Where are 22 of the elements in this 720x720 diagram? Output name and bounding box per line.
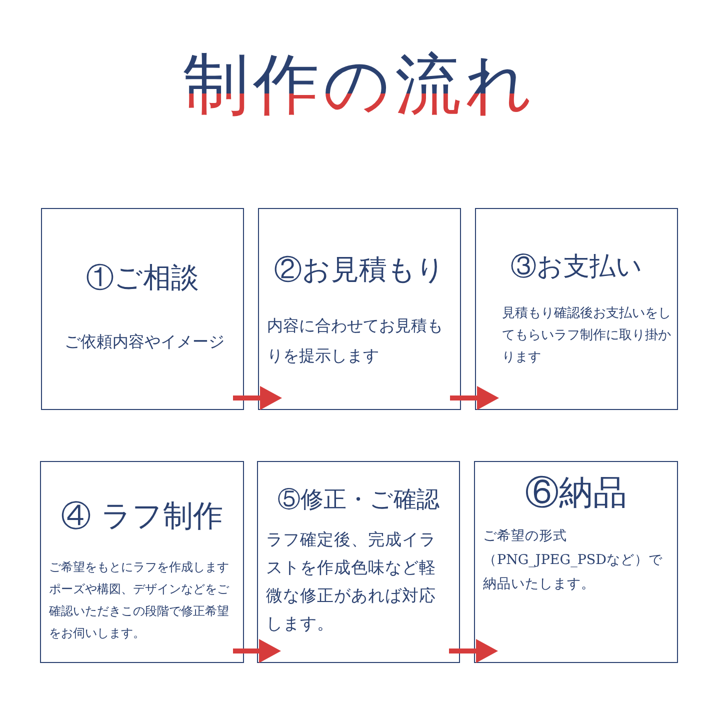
step-box [257,461,460,663]
step-title: ⑥納品 [524,472,628,515]
step-title: ③お支払い [510,251,644,284]
step-description: 見積もり確認後お支払いをしてもらいラフ制作に取り掛かります [502,305,672,367]
step-description: ラフ確定後、完成イラストを作成色味など軽微な修正があれば対応します。 [266,529,437,635]
step-box [40,461,244,663]
step-description: ご希望をもとにラフを作成しますポーズや構図、デザインなどをご確認いただきこの段階で修正希望をお伺いします。 [49,559,230,642]
arrow [449,639,498,663]
step-box [474,461,678,663]
step-description: ご希望の形式（PNG_JPEG_PSDなど）で納品いたします。 [483,527,664,594]
arrow [233,639,281,663]
step-title: ⑤修正・ご確認 [276,486,440,515]
step-description: 内容に合わせてお見積もりを提示します [267,315,444,367]
step-box [41,208,244,410]
step-description: ご依頼内容やイメージ [64,331,226,353]
step-title: ②お見積もり [273,252,446,288]
step-box [475,208,678,410]
arrow [450,386,499,410]
step-title: ④ ラフ制作 [60,498,224,536]
step-title: ①ご相談 [85,260,200,296]
step-box [258,208,461,410]
arrow [233,386,282,410]
